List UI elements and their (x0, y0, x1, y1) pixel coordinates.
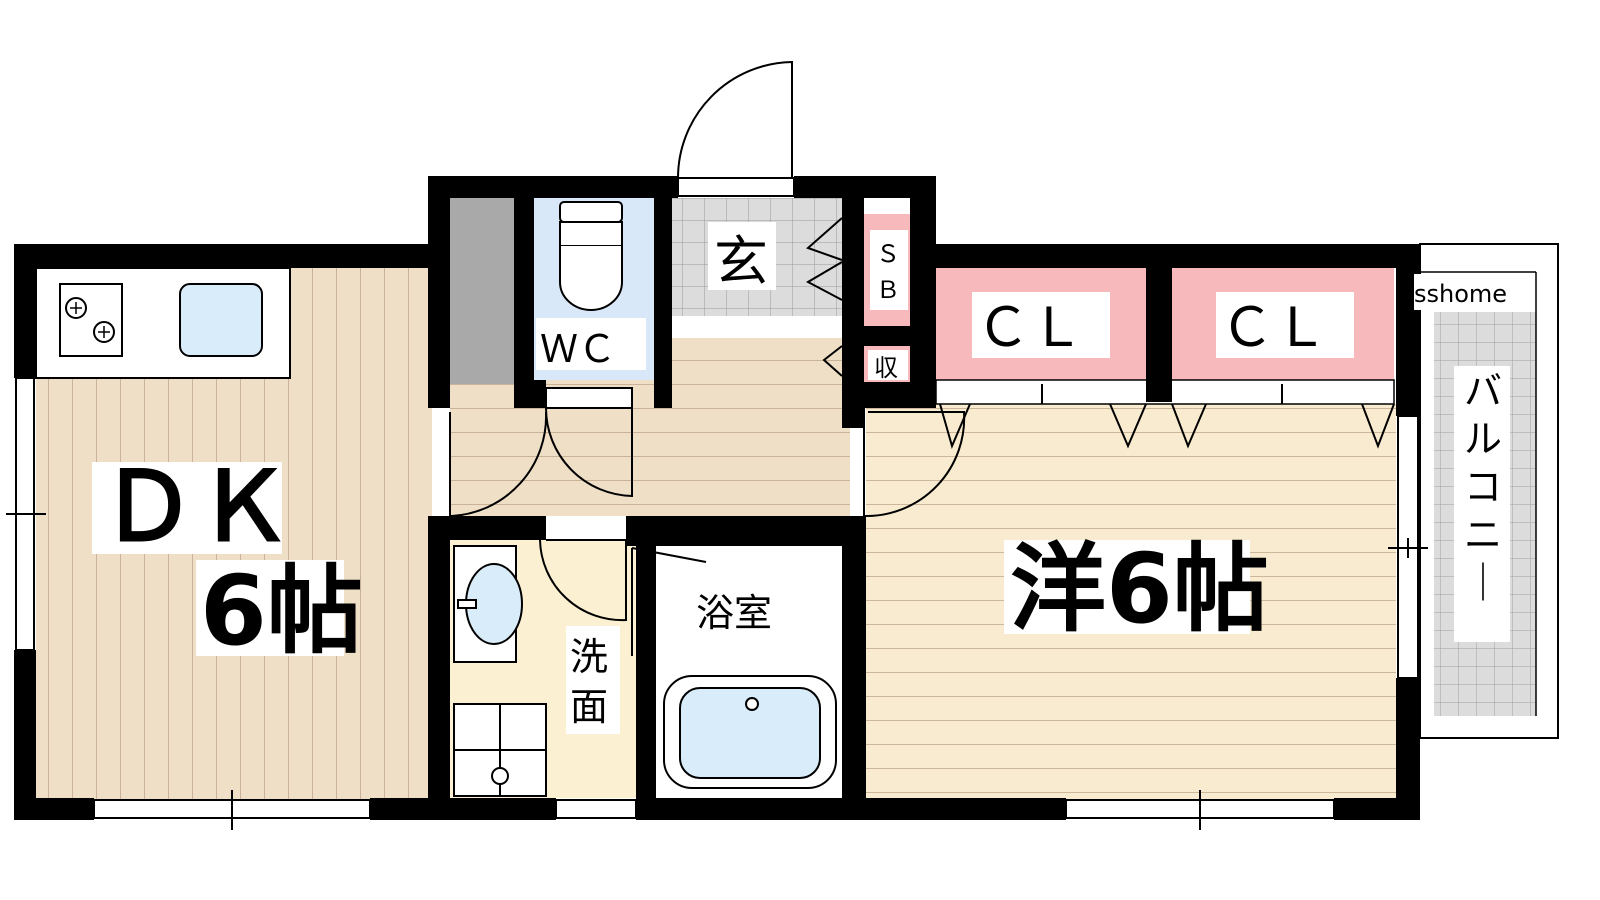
balcony-label-char: コ (1464, 465, 1502, 509)
shoe-box-label: Ｓ Ｂ (876, 240, 908, 304)
stove (59, 283, 123, 357)
storage-block (450, 198, 514, 384)
bathtub (663, 675, 837, 789)
entrance-label: 玄 (714, 230, 768, 293)
balcony-label-char: ｜ (1464, 561, 1502, 605)
shoe-box-label-char: Ｂ (876, 276, 900, 304)
closet-2-label: ＣＬ (1220, 296, 1328, 359)
kitchen-sink (179, 283, 263, 357)
bath-label: 浴室 (696, 591, 772, 635)
doors (449, 60, 1395, 656)
washbasin (453, 545, 523, 663)
shoe-box-label-char: Ｓ (876, 240, 900, 268)
washroom-label-char: 面 (570, 685, 608, 729)
small-storage-label: 収 (874, 354, 898, 382)
toilet (559, 201, 623, 311)
dk-room-label: ＤＫ (100, 451, 292, 563)
balcony-label: バルコニ｜ (1464, 369, 1502, 605)
balcony-label-char: バ (1464, 369, 1502, 413)
closet-1-label: ＣＬ (976, 296, 1084, 359)
balcony-label-char: ル (1464, 417, 1502, 461)
western-room-label: 洋6帖 (1010, 533, 1269, 645)
windows (6, 377, 1428, 830)
washing-machine (453, 703, 547, 797)
balcony-label-char: ニ (1464, 513, 1502, 557)
washroom-label-char: 洗 (570, 635, 608, 679)
watermark: sshome (1414, 280, 1507, 308)
wc-label: ＷＣ (540, 327, 616, 371)
dk-room-size: 6帖 (200, 555, 363, 667)
washroom-label: 洗 面 (570, 635, 620, 729)
walls (14, 176, 1420, 820)
